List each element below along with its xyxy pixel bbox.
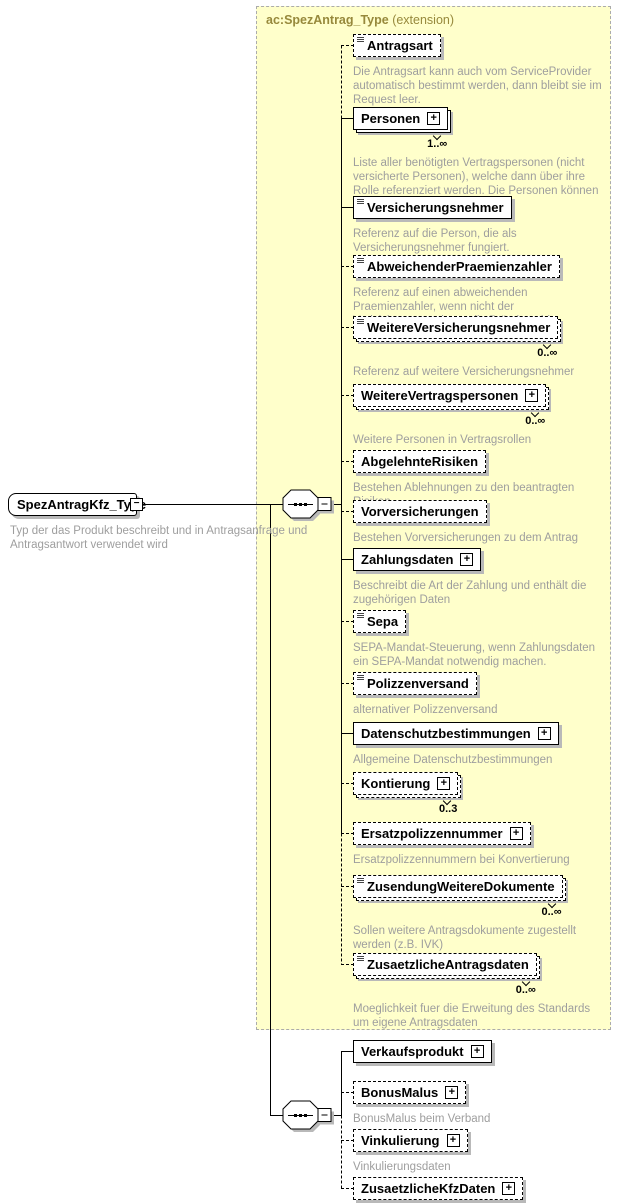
element-label: Versicherungsnehmer bbox=[367, 200, 504, 215]
element-zahlungsdaten: Zahlungsdaten + Beschreibt die Art der Za… bbox=[353, 548, 608, 607]
expand-icon[interactable]: + bbox=[537, 727, 551, 740]
cardinality-label: 0..3 bbox=[438, 803, 458, 815]
element-vinkulierung: Vinkulierung + Vinkulierungsdaten bbox=[353, 1129, 608, 1174]
element-content-icon bbox=[357, 613, 364, 618]
element-label: ZusaetzlicheKfzDaten bbox=[361, 1181, 496, 1196]
element-zusaetzlichekfzdaten: ZusaetzlicheKfzDaten + bbox=[353, 1177, 524, 1200]
element-label: Verkaufsprodukt bbox=[361, 1044, 464, 1059]
cardinality-label: 0..∞ bbox=[525, 415, 546, 427]
element-description: Referenz auf die Person, die als Versich… bbox=[353, 228, 517, 254]
element-label: Vinkulierung bbox=[361, 1133, 440, 1148]
element-label: WeitereVersicherungsnehmer bbox=[367, 320, 551, 335]
element-zusaetzlicheantragsdaten: ZusaetzlicheAntragsdaten 0..∞ Moeglichkei… bbox=[353, 953, 608, 1030]
element-zusendungweiteredokumente: ZusendungWeitereDokumente 0..∞ Sollen wei… bbox=[353, 875, 608, 952]
element-label: Ersatzpolizzennummer bbox=[361, 826, 503, 841]
element-label: Sepa bbox=[367, 614, 399, 629]
element-content-icon bbox=[357, 319, 364, 324]
element-description: Weitere Personen in Vertragsrollen bbox=[353, 434, 532, 446]
element-content-icon bbox=[357, 878, 364, 883]
element-label: ZusendungWeitereDokumente bbox=[367, 879, 555, 894]
extension-suffix: (extension) bbox=[388, 13, 455, 27]
element-label: Polizzenversand bbox=[367, 676, 469, 691]
element-verkaufsprodukt: Verkaufsprodukt + bbox=[353, 1040, 492, 1063]
element-weitereversicherungsnehmer: WeitereVersicherungsnehmer 0..∞ Referenz … bbox=[353, 316, 608, 379]
element-label: WeitereVertragspersonen bbox=[361, 388, 519, 403]
element-label: Vorversicherungen bbox=[361, 504, 479, 519]
element-description: Allgemeine Datenschutzbestimmungen bbox=[353, 754, 553, 766]
element-content-icon bbox=[357, 37, 364, 42]
sequence-connector-icon[interactable] bbox=[282, 489, 335, 522]
element-description: BonusMalus beim Verband bbox=[353, 1113, 491, 1125]
element-description: SEPA-Mandat-Steuerung, wenn Zahlungsdate… bbox=[353, 642, 596, 668]
element-label: Zahlungsdaten bbox=[361, 552, 454, 567]
cardinality-label: 0..∞ bbox=[537, 347, 558, 359]
element-description: Die Antragsart kann auch vom ServiceProv… bbox=[353, 66, 602, 106]
element-description: Vinkulierungsdaten bbox=[353, 1161, 451, 1173]
element-description: Moeglichkeit fuer die Erweitung des Stan… bbox=[353, 1003, 591, 1029]
expand-icon[interactable]: + bbox=[427, 112, 441, 125]
cardinality-label: 0..∞ bbox=[541, 906, 562, 918]
element-sepa: Sepa SEPA-Mandat-Steuerung, wenn Zahlung… bbox=[353, 610, 608, 669]
element-label: AbgelehnteRisiken bbox=[361, 454, 479, 469]
root-type-box[interactable]: SpezAntragKfz_Type − bbox=[8, 493, 146, 516]
element-description: Ersatzpolizzennummern bei Konvertierung bbox=[353, 854, 570, 866]
expand-icon[interactable]: + bbox=[525, 389, 539, 402]
element-datenschutzbestimmungen: Datenschutzbestimmungen + Allgemeine Date… bbox=[353, 722, 608, 767]
expand-icon[interactable]: + bbox=[445, 1086, 459, 1099]
element-label: Personen bbox=[361, 111, 421, 126]
element-description: alternativer Polizzenversand bbox=[353, 704, 498, 716]
element-label: Datenschutzbestimmungen bbox=[361, 726, 531, 741]
element-label: Kontierung bbox=[361, 776, 431, 791]
element-weiterevertragspersonen: WeitereVertragspersonen +0..∞ Weitere Per… bbox=[353, 384, 608, 447]
cardinality-label: 1..∞ bbox=[427, 138, 448, 150]
element-description: Sollen weitere Antragsdokumente zugestel… bbox=[353, 925, 577, 951]
extension-header: ac:SpezAntrag_Type (extension) bbox=[266, 13, 454, 27]
element-content-icon bbox=[357, 199, 364, 204]
expand-icon[interactable]: + bbox=[509, 827, 523, 840]
expand-icon[interactable]: + bbox=[460, 553, 474, 566]
expand-icon[interactable]: + bbox=[437, 777, 451, 790]
element-description: Beschreibt die Art der Zahlung und enthä… bbox=[353, 580, 587, 606]
element-description: Bestehen Vorversicherungen zu dem Antrag bbox=[353, 532, 579, 544]
root-type-description: Typ der das Produkt beschreibt und in An… bbox=[10, 525, 308, 551]
element-content-icon bbox=[357, 675, 364, 680]
element-abgelehnterisiken: AbgelehnteRisiken Bestehen Ablehnungen z… bbox=[353, 450, 608, 509]
element-label: BonusMalus bbox=[361, 1085, 439, 1100]
sequence-connector-icon[interactable] bbox=[282, 1100, 335, 1133]
root-type-label: SpezAntragKfz_Type bbox=[17, 497, 147, 512]
element-content-icon bbox=[357, 956, 364, 961]
element-bonusmalus: BonusMalus + BonusMalus beim Verband bbox=[353, 1081, 608, 1126]
element-label: ZusaetzlicheAntragsdaten bbox=[367, 957, 529, 972]
element-polizzenversand: Polizzenversand alternativer Polizzenver… bbox=[353, 672, 608, 717]
element-antragsart: Antragsart Die Antragsart kann auch vom … bbox=[353, 34, 608, 107]
expand-icon[interactable]: + bbox=[470, 1045, 484, 1058]
extension-type-name: ac:SpezAntrag_Type bbox=[266, 13, 389, 27]
element-personen: Personen+1..∞ Liste aller benötigten Ver… bbox=[353, 107, 608, 212]
expand-icon[interactable]: + bbox=[446, 1134, 460, 1147]
expand-icon[interactable]: + bbox=[502, 1182, 516, 1195]
element-vorversicherungen: Vorversicherungen Bestehen Vorversicheru… bbox=[353, 500, 608, 545]
element-label: Antragsart bbox=[367, 38, 433, 53]
element-label: AbweichenderPraemienzahler bbox=[367, 259, 552, 274]
element-description: Referenz auf weitere Versicherungsnehmer bbox=[353, 366, 575, 378]
element-kontierung: Kontierung +0..3 bbox=[353, 772, 461, 815]
collapse-icon[interactable]: − bbox=[130, 498, 143, 511]
cardinality-label: 0..∞ bbox=[515, 984, 536, 996]
element-versicherungsnehmer: Versicherungsnehmer Referenz auf die Per… bbox=[353, 196, 608, 255]
element-ersatzpolizzennummer: Ersatzpolizzennummer + Ersatzpolizzennumm… bbox=[353, 822, 608, 867]
element-content-icon bbox=[357, 258, 364, 263]
